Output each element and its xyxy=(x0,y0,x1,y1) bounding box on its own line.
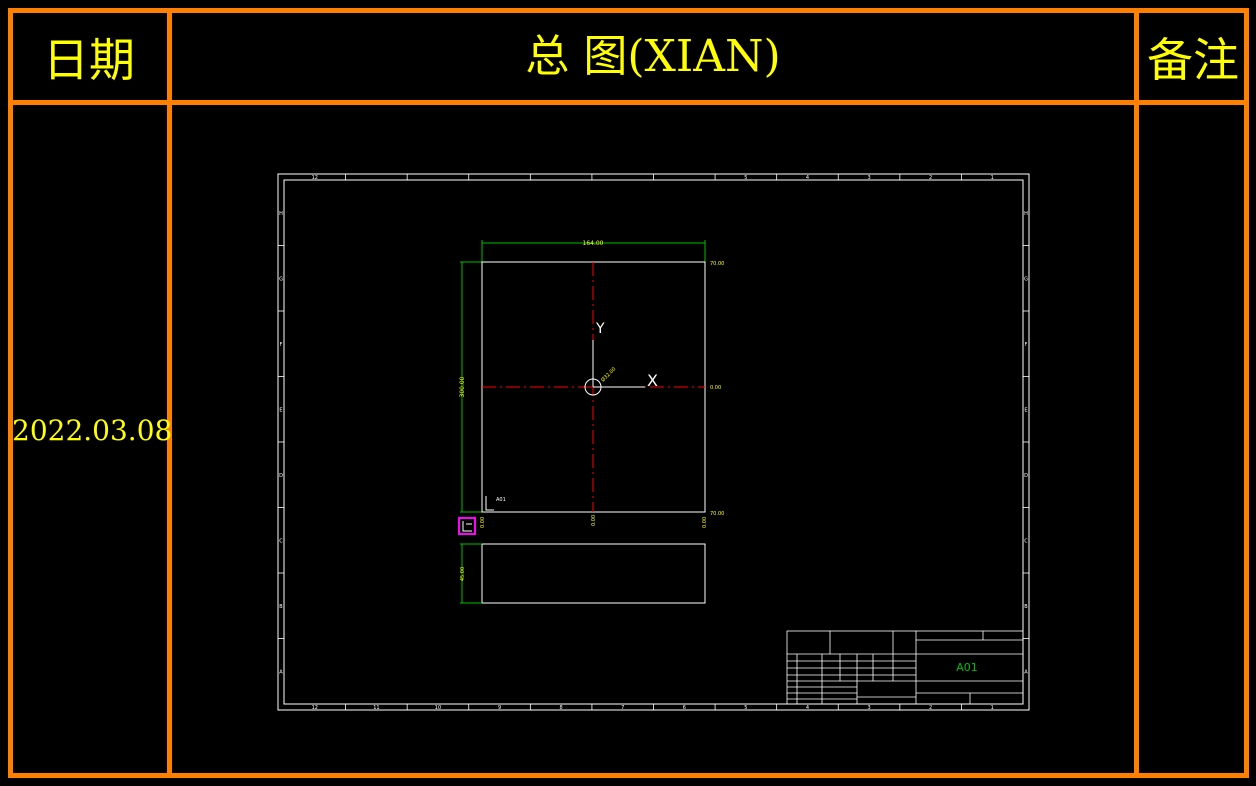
top-zone-number: 1 xyxy=(991,175,994,181)
left-zone-letter: B xyxy=(279,604,283,610)
header-row-divider xyxy=(8,100,1249,105)
width-dimension xyxy=(481,240,706,262)
part-corner-icon xyxy=(485,496,494,511)
bottom-mid-label: 0.00 xyxy=(591,515,597,526)
part-label: A01 xyxy=(496,497,506,503)
left-zone-letter: C xyxy=(279,538,283,544)
top-zone-number: 2 xyxy=(929,175,932,181)
bottom-zone-number: 9 xyxy=(498,705,501,711)
right-zone-letter: B xyxy=(1024,604,1028,610)
bottom-left-label: 0.00 xyxy=(480,517,486,528)
bottom-right-label: 0.00 xyxy=(702,517,708,528)
width-dimension-label: 164.00 xyxy=(583,240,604,247)
lower-height-dimension xyxy=(460,543,482,604)
bottom-zone-number: 7 xyxy=(621,705,624,711)
height-dimension-label: 300.00 xyxy=(459,376,466,397)
corner-top-right-label: 70.00 xyxy=(710,261,724,267)
top-zone-number: 3 xyxy=(867,175,870,181)
drawing-title: 总 图(XIAN) xyxy=(525,31,781,82)
magenta-marker-glyph xyxy=(462,521,472,532)
date-value: 2022.03.08 xyxy=(12,414,173,447)
y-axis-label: Y xyxy=(595,321,605,337)
right-zone-letter: C xyxy=(1024,538,1028,544)
sheet-outer-border xyxy=(277,173,1030,711)
right-column-divider xyxy=(1134,8,1139,778)
left-zone-letter: F xyxy=(280,342,283,348)
mid-right-label: 0.00 xyxy=(710,385,721,391)
right-zone-letter: G xyxy=(1024,276,1028,282)
left-zone-letter: E xyxy=(279,407,282,413)
left-zone-letter: G xyxy=(279,276,283,282)
left-column-divider xyxy=(167,8,172,778)
center-hole-label: Ø32.00 xyxy=(599,366,617,384)
bottom-zone-number: 1 xyxy=(991,705,994,711)
x-axis-label: X xyxy=(647,371,658,390)
right-zone-letter: F xyxy=(1025,342,1028,348)
corner-bottom-right-label: 70.00 xyxy=(710,511,724,517)
left-zone-letter: D xyxy=(279,473,283,479)
bottom-zone-number: 4 xyxy=(806,705,809,711)
sheet-inner-border xyxy=(283,179,1024,705)
right-zone-letter: D xyxy=(1024,473,1028,479)
bottom-zone-number: 11 xyxy=(373,705,379,711)
right-zone-letter: E xyxy=(1024,407,1027,413)
left-zone-letter: H xyxy=(279,211,283,217)
height-dimension xyxy=(460,261,482,513)
top-zone-number: 12 xyxy=(312,175,318,181)
side-profile-outline[interactable] xyxy=(481,543,706,604)
bottom-zone-number: 10 xyxy=(435,705,441,711)
lower-height-label: 45.00 xyxy=(460,567,466,581)
left-zone-letter: A xyxy=(279,669,283,675)
bottom-zone-number: 6 xyxy=(683,705,686,711)
magenta-marker-icon[interactable] xyxy=(458,517,476,535)
bottom-zone-number: 8 xyxy=(560,705,563,711)
bottom-zone-number: 2 xyxy=(929,705,932,711)
date-column-header: 日期 xyxy=(43,33,135,87)
title-block-code: A01 xyxy=(956,661,978,674)
bottom-zone-number: 5 xyxy=(744,705,747,711)
table-outer-frame xyxy=(8,8,1249,778)
center-hole[interactable] xyxy=(584,378,602,396)
remarks-column-header: 备注 xyxy=(1147,33,1239,87)
title-block[interactable] xyxy=(786,630,1024,705)
top-zone-number: 4 xyxy=(806,175,809,181)
right-zone-letter: H xyxy=(1024,211,1028,217)
bottom-zone-number: 12 xyxy=(312,705,318,711)
right-zone-letter: A xyxy=(1024,669,1028,675)
bottom-zone-number: 3 xyxy=(867,705,870,711)
top-zone-number: 5 xyxy=(744,175,747,181)
